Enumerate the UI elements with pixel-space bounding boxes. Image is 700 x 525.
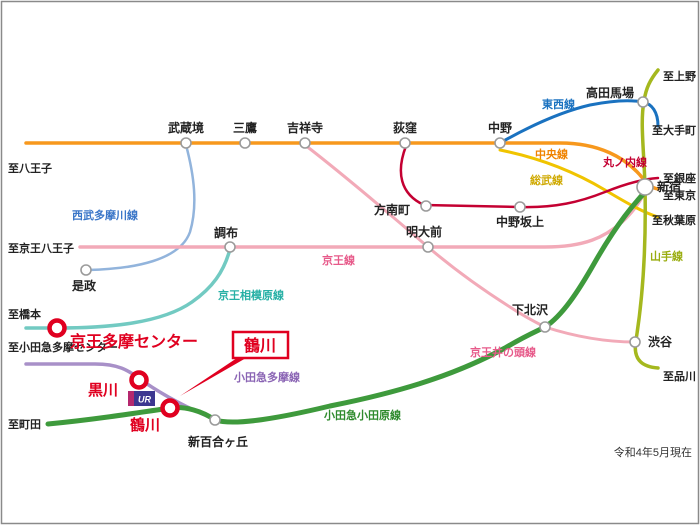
station-label-musashisakai: 武蔵境 (168, 120, 204, 135)
station-label-koremasa: 是政 (71, 278, 97, 293)
station-label-honancho: 方南町 (374, 202, 410, 217)
line-label-odakyu-odawara: 小田急小田原線 (323, 408, 401, 422)
highlight-label-tsurukawa: 鶴川 (130, 416, 160, 434)
terminal-label-tokyo: 至東京 (663, 188, 696, 202)
terminal-label-akihabara: 至秋葉原 (652, 213, 696, 227)
station-label-takadanobaba: 高田馬場 (586, 85, 634, 100)
station-label-nakanosakaue: 中野坂上 (496, 214, 544, 229)
highlight-label-kurokawa: 黒川 (88, 382, 118, 399)
station-label-shibuya: 渋谷 (648, 334, 673, 349)
sobu-line (498, 148, 660, 219)
line-label-tozai: 東西線 (542, 97, 575, 111)
station-honancho (420, 200, 432, 212)
line-label-odakyu-tama: 小田急多摩線 (233, 370, 300, 384)
station-musashisakai (180, 137, 192, 149)
station-nakanosakaue (514, 201, 526, 213)
station-koremasa (80, 264, 92, 276)
tsurukawa-callout-box (231, 330, 290, 360)
line-label-keio-inokashira: 京王井の頭線 (470, 345, 536, 359)
ur-logo-text: UR (138, 395, 151, 405)
line-label-yamanote: 山手線 (650, 249, 683, 263)
highlight-label-keio-tama-center: 京王多摩センター (70, 332, 198, 351)
station-label-chofu: 調布 (214, 225, 238, 240)
station-kichijoji (299, 137, 311, 149)
station-shinyurigaoka (209, 414, 221, 426)
terminal-label-keio-hachioji: 至京王八王子 (8, 241, 74, 255)
station-label-ogikubo: 荻窪 (393, 120, 417, 135)
line-label-marunouchi: 丸ノ内線 (602, 155, 647, 169)
station-mitaka (239, 137, 251, 149)
station-label-shimokitazawa: 下北沢 (512, 302, 549, 317)
line-label-sobu: 総武線 (530, 173, 563, 187)
station-shibuya (629, 336, 641, 348)
seibu-tamagawa-line (86, 143, 196, 272)
line-label-seibu-tamagawa: 西武多摩川線 (72, 208, 138, 222)
station-takadanobaba (637, 96, 649, 108)
line-label-keio: 京王線 (322, 253, 355, 267)
terminal-label-odakyu-tama-center: 至小田急多摩センター (8, 340, 118, 354)
station-label-mitaka: 三鷹 (233, 120, 257, 135)
keio-sagamihara-line (24, 247, 232, 330)
ur-logo-background (134, 391, 155, 406)
station-label-kichijoji: 吉祥寺 (287, 120, 323, 135)
station-shimokitazawa (539, 321, 551, 333)
station-label-meidaimae: 明大前 (406, 224, 442, 239)
station-chofu (224, 241, 236, 253)
ur-logo-accent (128, 391, 134, 406)
keio-inokashira-line (303, 143, 637, 344)
tozai-line (498, 99, 660, 145)
ur-logo: UR (128, 391, 155, 406)
highlight-station-keio-tama-center (47, 318, 67, 338)
station-ogikubo (399, 137, 411, 149)
station-label-shinyurigaoka: 新百合ヶ丘 (188, 434, 248, 449)
callout-arrow (180, 354, 253, 396)
tsurukawa-callout-label: 鶴川 (244, 336, 276, 355)
map-note: 令和4年5月現在 (614, 445, 692, 459)
station-nakano (494, 137, 506, 149)
terminal-label-hachioji: 至八王子 (8, 162, 52, 175)
station-shinjuku (636, 178, 654, 196)
terminal-label-ginza: 至銀座 (663, 171, 696, 185)
station-label-nakano: 中野 (488, 120, 512, 135)
terminal-label-machida: 至町田 (8, 418, 41, 431)
terminal-label-hashimoto: 至橋本 (8, 307, 41, 321)
highlight-station-kurokawa (129, 370, 149, 390)
line-label-chuo: 中央線 (535, 147, 568, 161)
marunouchi-line (399, 144, 660, 209)
station-label-shinjuku: 新宿 (657, 179, 681, 194)
station-meidaimae (422, 241, 434, 253)
line-label-keio-sagamihara: 京王相模原線 (218, 288, 284, 302)
highlight-station-tsurukawa (160, 398, 180, 418)
terminal-label-shinagawa: 至品川 (663, 370, 696, 383)
terminal-label-ueno: 至上野 (663, 69, 696, 83)
terminal-label-otemachi: 至大手町 (652, 123, 696, 137)
